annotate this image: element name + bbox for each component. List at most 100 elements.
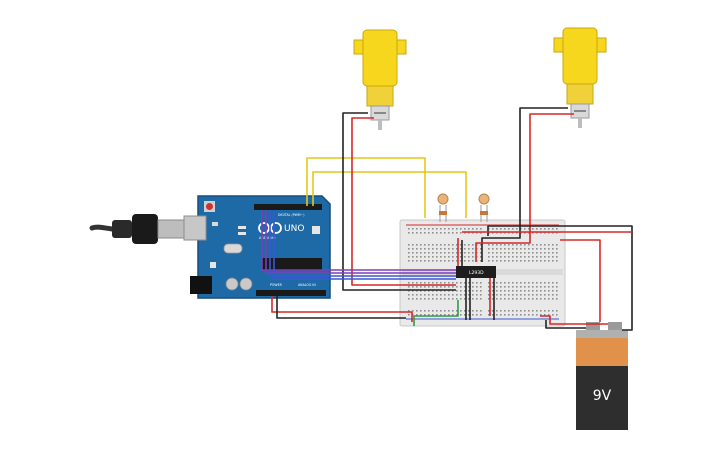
breadboard-hole bbox=[440, 244, 442, 246]
breadboard-hole bbox=[452, 256, 454, 258]
breadboard-hole bbox=[440, 294, 442, 296]
breadboard-hole bbox=[508, 310, 510, 312]
breadboard-hole bbox=[460, 248, 462, 250]
l293d-chip[interactable]: L293D bbox=[456, 266, 496, 278]
breadboard-hole bbox=[416, 256, 418, 258]
breadboard-hole bbox=[488, 286, 490, 288]
wire-motor-right-red bbox=[475, 113, 574, 262]
breadboard-hole bbox=[532, 252, 534, 254]
breadboard-hole bbox=[528, 248, 530, 250]
breadboard-hole bbox=[412, 286, 414, 288]
wires bbox=[261, 107, 633, 331]
breadboard-hole bbox=[540, 314, 542, 316]
breadboard-hole bbox=[496, 260, 498, 262]
breadboard-hole bbox=[544, 282, 546, 284]
dc-motor-right[interactable] bbox=[553, 27, 607, 128]
breadboard-hole bbox=[540, 294, 542, 296]
breadboard-hole bbox=[424, 310, 426, 312]
breadboard-hole bbox=[532, 298, 534, 300]
breadboard-hole bbox=[516, 228, 518, 230]
breadboard-hole bbox=[492, 260, 494, 262]
breadboard-hole bbox=[424, 244, 426, 246]
wire-purple-1 bbox=[261, 210, 456, 271]
breadboard-hole bbox=[508, 260, 510, 262]
breadboard-hole bbox=[504, 244, 506, 246]
breadboard-hole bbox=[520, 314, 522, 316]
breadboard-hole bbox=[444, 256, 446, 258]
breadboard-hole bbox=[492, 314, 494, 316]
breadboard-hole bbox=[532, 260, 534, 262]
wire-rail-black-top bbox=[487, 225, 633, 331]
breadboard-hole bbox=[468, 244, 470, 246]
breadboard-hole bbox=[436, 252, 438, 254]
breadboard-hole bbox=[548, 252, 550, 254]
breadboard-hole bbox=[456, 294, 458, 296]
breadboard-hole bbox=[464, 282, 466, 284]
breadboard-hole bbox=[488, 298, 490, 300]
breadboard-hole bbox=[496, 248, 498, 250]
breadboard-hole bbox=[448, 232, 450, 234]
breadboard-hole bbox=[544, 252, 546, 254]
breadboard-hole bbox=[528, 314, 530, 316]
breadboard-hole bbox=[544, 298, 546, 300]
breadboard-hole bbox=[472, 310, 474, 312]
breadboard-hole bbox=[528, 260, 530, 262]
breadboard-hole bbox=[540, 248, 542, 250]
breadboard-hole bbox=[428, 260, 430, 262]
photoresistor-left[interactable] bbox=[437, 193, 449, 222]
breadboard-hole bbox=[488, 310, 490, 312]
breadboard-hole bbox=[520, 256, 522, 258]
dc-motor-left[interactable] bbox=[353, 29, 407, 130]
breadboard-hole bbox=[508, 256, 510, 258]
breadboard-hole bbox=[464, 248, 466, 250]
breadboard-hole bbox=[444, 228, 446, 230]
breadboard-hole bbox=[548, 286, 550, 288]
breadboard-hole bbox=[464, 286, 466, 288]
breadboard-hole bbox=[464, 260, 466, 262]
breadboard-hole bbox=[420, 256, 422, 258]
arduino-uno-board[interactable]: UNO ARDUINO DIGITAL (PWM~) POWER ANALOG … bbox=[183, 195, 331, 299]
breadboard-hole bbox=[496, 256, 498, 258]
breadboard-hole bbox=[552, 286, 554, 288]
breadboard-hole bbox=[428, 244, 430, 246]
breadboard-hole bbox=[548, 256, 550, 258]
breadboard-hole bbox=[420, 282, 422, 284]
breadboard-hole bbox=[492, 248, 494, 250]
breadboard-hole bbox=[452, 228, 454, 230]
breadboard-hole bbox=[532, 248, 534, 250]
arduino-brand-label: ARDUINO bbox=[259, 236, 276, 240]
breadboard-hole bbox=[556, 298, 558, 300]
breadboard-hole bbox=[440, 314, 442, 316]
breadboard-hole bbox=[496, 314, 498, 316]
breadboard-hole bbox=[428, 298, 430, 300]
breadboard-hole bbox=[408, 298, 410, 300]
breadboard-hole bbox=[532, 290, 534, 292]
breadboard-hole bbox=[440, 252, 442, 254]
power-header-label: POWER bbox=[270, 283, 283, 287]
breadboard-hole bbox=[500, 286, 502, 288]
breadboard-hole bbox=[428, 248, 430, 250]
breadboard-hole bbox=[528, 294, 530, 296]
breadboard-hole bbox=[424, 294, 426, 296]
breadboard-hole bbox=[540, 286, 542, 288]
breadboard-hole bbox=[460, 282, 462, 284]
breadboard-hole bbox=[508, 314, 510, 316]
breadboard-hole bbox=[452, 282, 454, 284]
breadboard-hole bbox=[480, 290, 482, 292]
breadboard-hole bbox=[492, 244, 494, 246]
breadboard-hole bbox=[464, 228, 466, 230]
breadboard-hole bbox=[536, 282, 538, 284]
photoresistor-right[interactable] bbox=[478, 193, 490, 222]
breadboard-hole bbox=[480, 294, 482, 296]
breadboard-hole bbox=[468, 282, 470, 284]
breadboard-hole bbox=[500, 282, 502, 284]
breadboard-hole bbox=[544, 290, 546, 292]
breadboard-hole bbox=[520, 294, 522, 296]
breadboard-hole bbox=[472, 248, 474, 250]
breadboard-hole bbox=[536, 252, 538, 254]
battery-9v[interactable]: 9V bbox=[576, 322, 628, 430]
breadboard-hole bbox=[432, 314, 434, 316]
wire-rail-red-right bbox=[560, 239, 601, 322]
breadboard-hole bbox=[524, 286, 526, 288]
breadboard-hole bbox=[536, 248, 538, 250]
